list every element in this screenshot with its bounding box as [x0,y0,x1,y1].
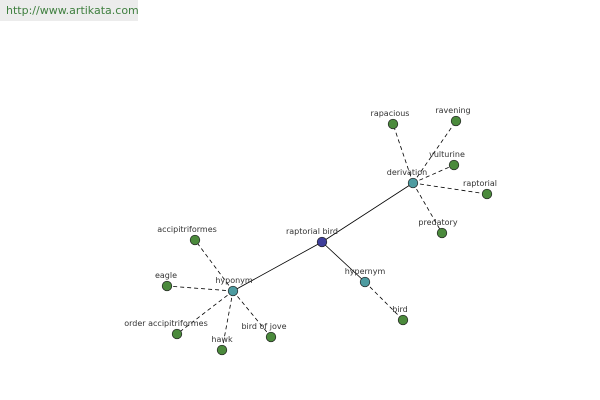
node-word-label-vulturine[interactable]: vulturine [429,150,465,159]
edge-hyponym [232,241,323,292]
node-word-bird-of-jove[interactable] [265,331,277,343]
node-word-ravening[interactable] [450,115,462,127]
node-relation-label-hyponym[interactable]: hyponym [215,276,253,285]
edge-derivation-ravening [412,120,457,184]
edge-hyponym-hawk [221,290,234,351]
node-center[interactable] [316,236,328,248]
node-relation-hypernym[interactable] [359,276,371,288]
node-word-label-order-accipitriformes[interactable]: order accipitriformes [124,319,208,328]
node-relation-derivation[interactable] [407,177,419,189]
node-word-bird[interactable] [397,314,409,326]
node-center-label[interactable]: raptorial bird [286,227,338,236]
edge-hypernym-bird [364,281,404,321]
node-word-label-ravening[interactable]: ravening [435,106,470,115]
edges [166,120,488,351]
node-word-order-accipitriformes[interactable] [171,328,183,340]
edge-derivation-vulturine [412,164,455,184]
node-word-vulturine[interactable] [448,159,460,171]
edge-derivation-raptorial [412,182,488,195]
edge-derivation-predatory [412,182,443,234]
node-relation-label-derivation[interactable]: derivation [387,168,427,177]
nodes [161,115,493,356]
node-word-label-eagle[interactable]: eagle [155,271,177,280]
node-word-eagle[interactable] [161,280,173,292]
node-word-raptorial[interactable] [481,188,493,200]
node-word-hawk[interactable] [216,344,228,356]
node-word-label-hawk[interactable]: hawk [211,335,233,344]
node-word-rapacious[interactable] [387,118,399,130]
edge-hyponym-bird-of-jove [232,290,272,338]
edge-derivation [321,182,414,243]
node-relation-label-hypernym[interactable]: hypernym [345,267,386,276]
node-word-predatory[interactable] [436,227,448,239]
node-word-label-bird[interactable]: bird [392,305,408,314]
node-relation-hyponym[interactable] [227,285,239,297]
edge-hyponym-eagle [166,285,234,292]
node-word-accipitriformes[interactable] [189,234,201,246]
site-url-text[interactable]: http://www.artikata.com [6,4,139,17]
node-word-label-rapacious[interactable]: rapacious [371,109,410,118]
edge-hyponym-accipitriformes [194,239,234,292]
edge-hypernym [321,241,366,283]
node-word-label-accipitriformes[interactable]: accipitriformes [157,225,217,234]
node-word-label-bird-of-jove[interactable]: bird of jove [241,322,286,331]
edge-hyponym-order-accipitriformes [176,290,234,335]
site-url-banner[interactable]: http://www.artikata.com [0,0,139,21]
node-word-label-predatory[interactable]: predatory [418,218,457,227]
edge-derivation-rapacious [392,123,414,184]
labels: raptorial bird derivation rapacious ravenin… [124,106,497,344]
node-word-label-raptorial[interactable]: raptorial [463,179,497,188]
